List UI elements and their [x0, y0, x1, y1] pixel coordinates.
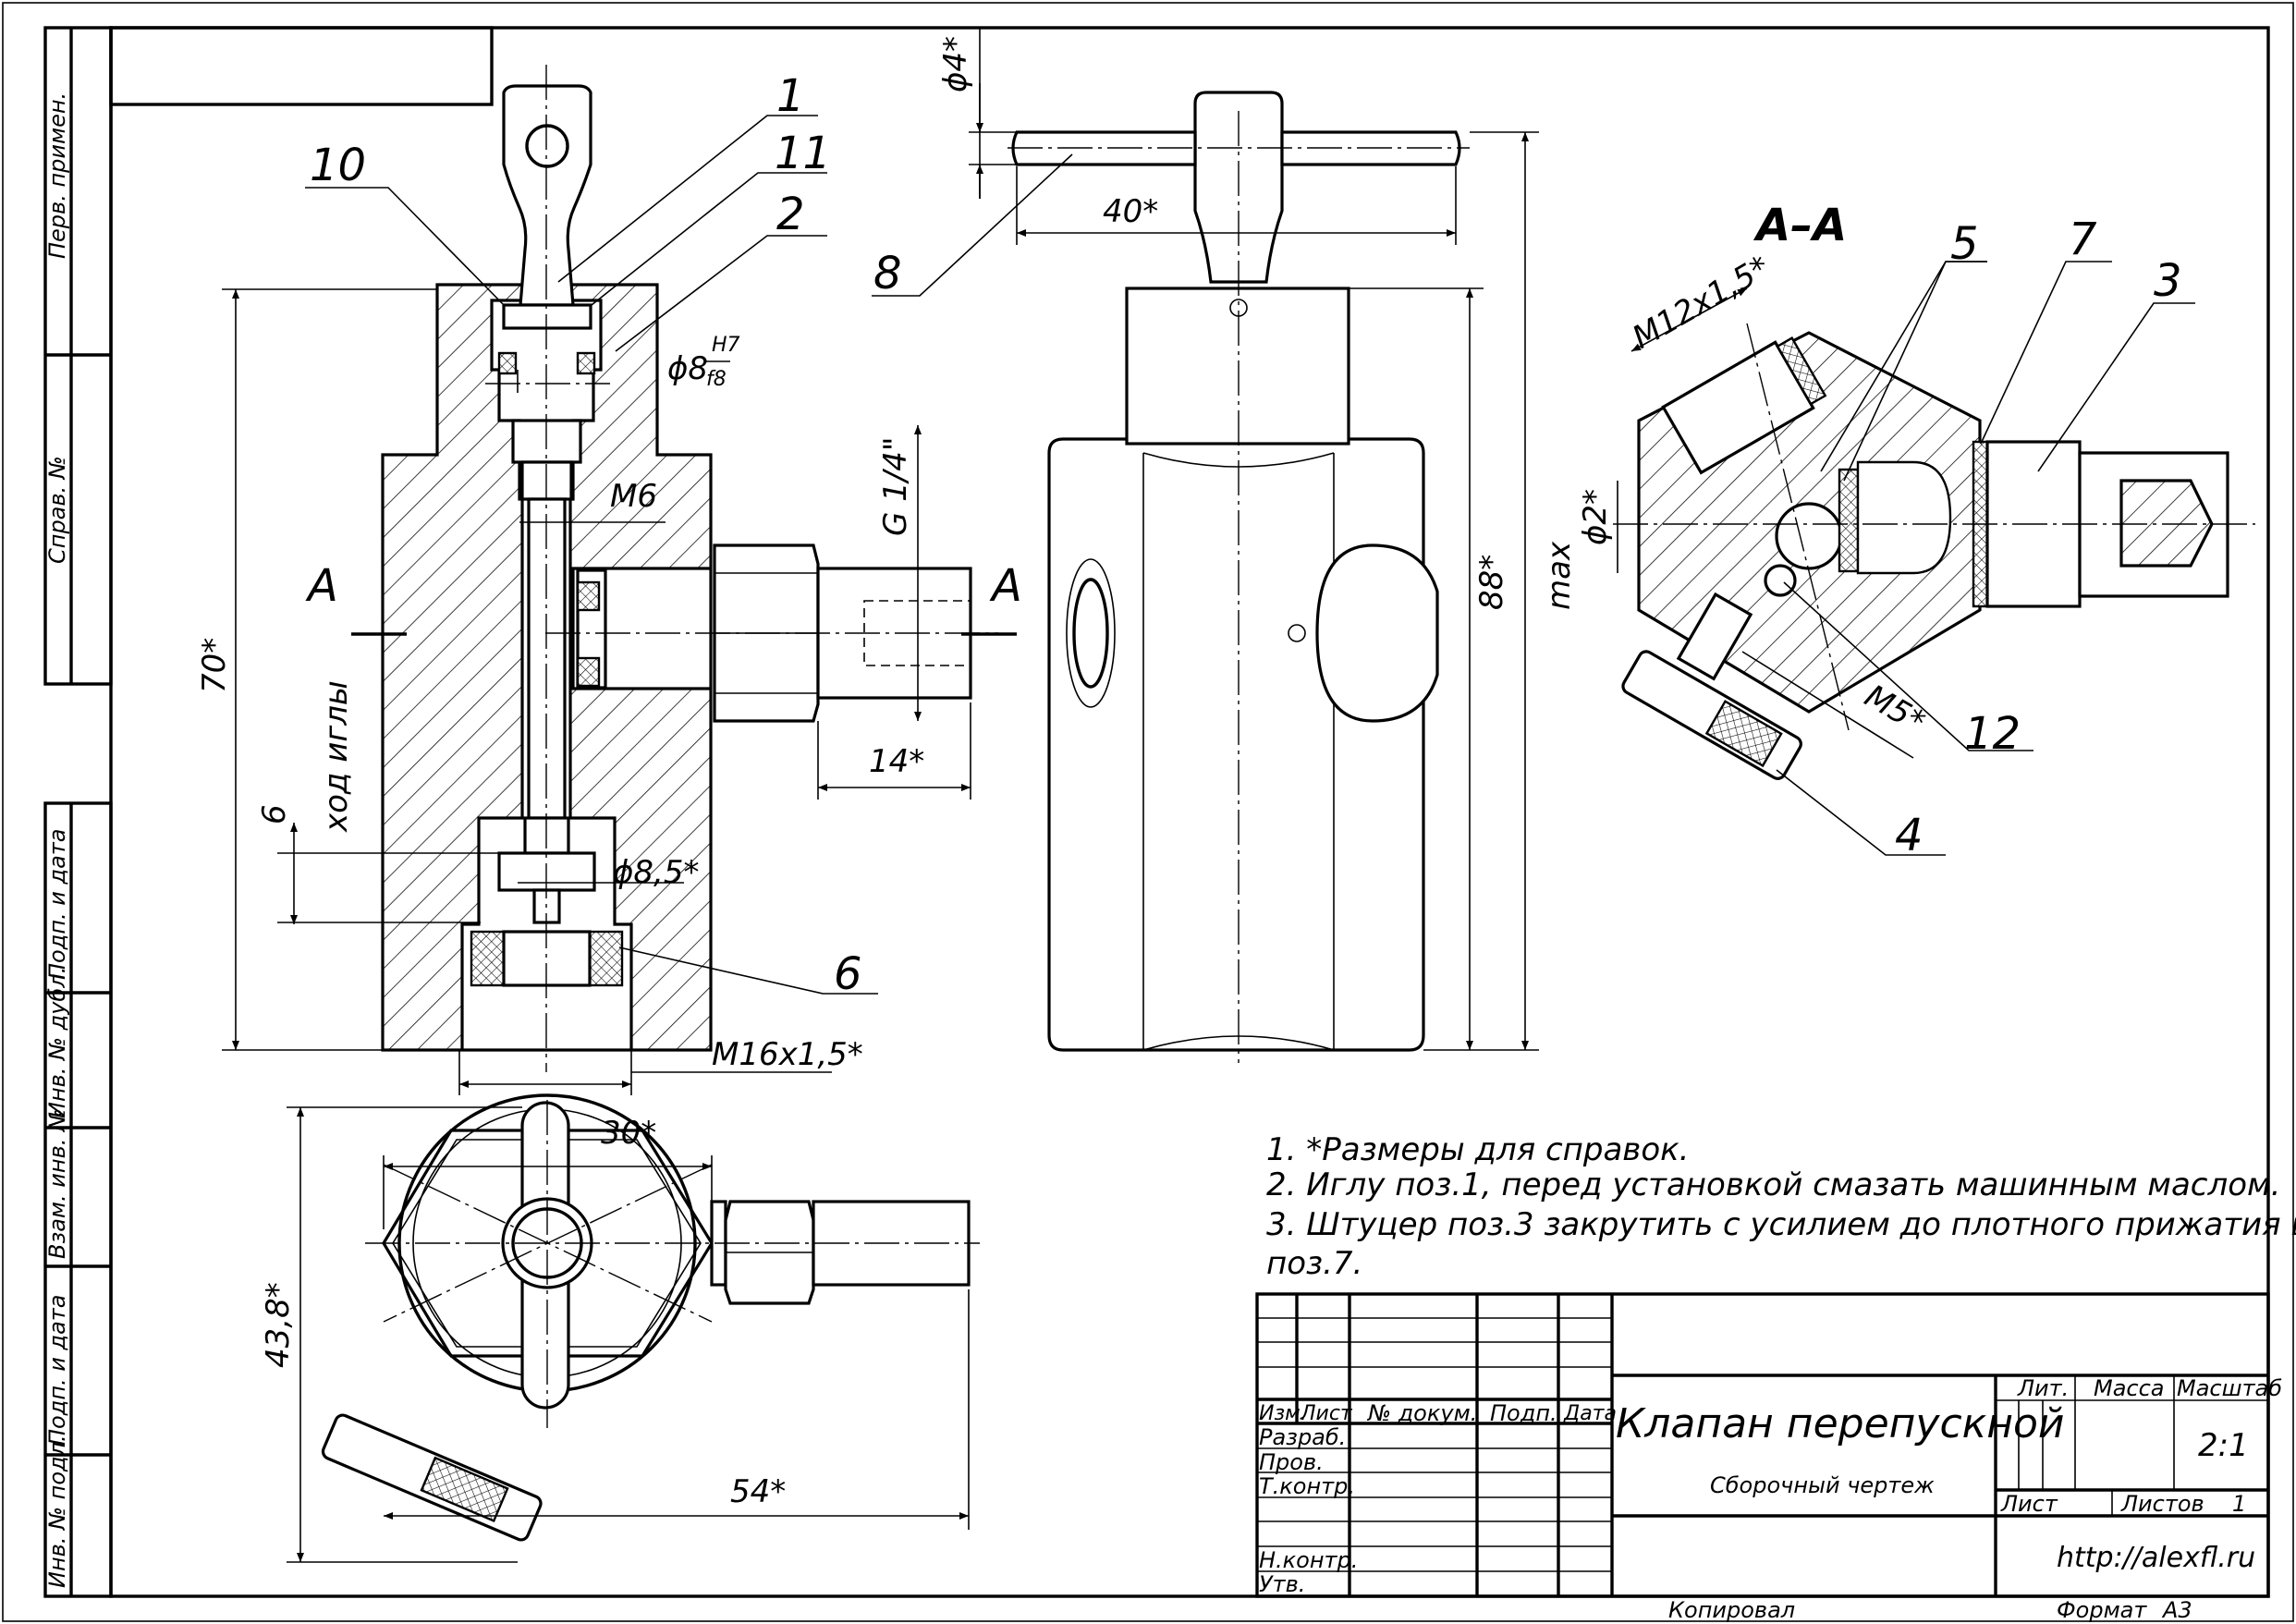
- callout-4: 4: [1895, 810, 1924, 861]
- title-block: Изм. Лист № докум. Подп. Дата Разраб. Пр…: [1255, 1292, 2282, 1623]
- callout-7: 7: [2069, 214, 2097, 265]
- tb-row-tkontr: Т.контр.: [1259, 1473, 1355, 1499]
- dim-m12: M12x1,5*: [1627, 249, 1777, 357]
- dim-h70: 70*: [196, 638, 233, 693]
- callout-3: 3: [2154, 255, 2182, 307]
- tb-scale: 2:1: [2198, 1427, 2249, 1464]
- tb-row-nkontr: Н.контр.: [1259, 1547, 1358, 1573]
- tb-col-list: Лист: [1300, 1402, 1353, 1425]
- side-label-perv: Перв. примен.: [44, 92, 70, 259]
- side-stamp-labels: Перв. примен. Справ. № Подп. и дата Инв.…: [44, 92, 70, 1588]
- side-label-vzam: Взам. инв. №: [44, 1108, 70, 1259]
- tb-title: Клапан перепускной: [1616, 1400, 2065, 1447]
- dim-d4: ϕ4*: [937, 36, 974, 92]
- dim-h88: 88*: [1473, 555, 1510, 610]
- tb-copied: Копировал: [1668, 1597, 1795, 1623]
- tb-col-izm: Изм.: [1259, 1402, 1307, 1425]
- dim-m6: M6: [610, 478, 657, 515]
- dim-stroke-label: ход иглы: [318, 680, 355, 833]
- side-body: [1047, 437, 1425, 1052]
- tb-scale-label: Масштаб: [2177, 1375, 2282, 1401]
- dim-fit-upper: H7: [712, 334, 740, 357]
- tb-lit: Лит.: [2017, 1375, 2069, 1401]
- needle-1: [502, 84, 592, 307]
- callout-1: 1: [776, 70, 805, 122]
- dim-w30: 30*: [601, 1115, 656, 1152]
- tb-sheets-count: 1: [2232, 1491, 2246, 1517]
- dim-m16: M16x1,5*: [712, 1036, 863, 1073]
- dim-fit-d8: ϕ8: [667, 350, 708, 387]
- tb-sheet: Лист: [2000, 1491, 2058, 1517]
- note-1: 1. *Размеры для справок.: [1266, 1131, 1690, 1168]
- callout-8: 8: [873, 248, 902, 299]
- side-label-inv-podl: Инв. № подл.: [44, 1435, 70, 1588]
- tb-col-doc: № докум.: [1366, 1400, 1477, 1426]
- side-label-sprav: Справ. №: [44, 456, 70, 564]
- side-label-podp1: Подп. и дата: [44, 829, 70, 981]
- tb-row-utv: Утв.: [1259, 1571, 1305, 1597]
- side-label-podp2: Подп. и дата: [44, 1295, 70, 1447]
- dim-len40: 40*: [1103, 193, 1158, 230]
- dim-w54: 54*: [730, 1473, 786, 1510]
- callout-11: 11: [775, 128, 831, 179]
- technical-notes: 1. *Размеры для справок. 2. Иглу поз.1, …: [1266, 1131, 2296, 1282]
- note-3: 3. Штуцер поз.3 закрутить с усилием до п…: [1266, 1206, 2296, 1243]
- tb-format-label: Формат: [2057, 1597, 2147, 1623]
- tb-subtitle: Сборочный чертеж: [1710, 1472, 1935, 1498]
- tb-site: http://alexfl.ru: [2057, 1542, 2255, 1574]
- dim-m5: M5*: [1859, 678, 1932, 741]
- dim-d85: ϕ8,5*: [613, 854, 700, 891]
- dim-fit-lower: f8: [706, 368, 727, 391]
- tb-format: А3: [2161, 1597, 2192, 1623]
- section-aa-title: А–А: [1753, 200, 1847, 251]
- callout-12: 12: [1964, 708, 2021, 760]
- front-section-view: А А 70* 6 ход иглы M16x1,5* 14* G 1/4" M…: [196, 65, 1022, 1095]
- callout-2: 2: [776, 189, 805, 240]
- tb-row-razrab: Разраб.: [1259, 1424, 1346, 1450]
- side-view: ϕ4* 40* 88* max 8: [872, 28, 1578, 1063]
- tb-row-prov: Пров.: [1259, 1449, 1324, 1475]
- note-3-cont: поз.7.: [1266, 1245, 1362, 1282]
- dim-h438: 43,8*: [260, 1282, 297, 1368]
- side-label-inv-dubl: Инв. № дубл.: [44, 967, 70, 1118]
- top-view: 30* 43,8* 54*: [260, 1093, 980, 1563]
- dim-d2: ϕ2*: [1577, 489, 1614, 545]
- note-2: 2. Иглу поз.1, перед установкой смазать …: [1266, 1166, 2280, 1203]
- dim-g14: G 1/4": [877, 436, 914, 536]
- dim-max: max: [1541, 541, 1578, 610]
- section-mark-left: А: [305, 560, 338, 612]
- tb-mass: Масса: [2094, 1375, 2165, 1401]
- tb-col-date: Дата: [1563, 1402, 1617, 1425]
- tb-sheets: Листов: [2120, 1491, 2204, 1517]
- section-mark-right: А: [989, 560, 1022, 612]
- dim-stroke6: 6: [256, 804, 293, 824]
- callout-10: 10: [310, 140, 366, 191]
- section-aa-view: А–А M12x1,5* ϕ2* M5* 5 7: [1577, 200, 2255, 861]
- callout-6: 6: [834, 948, 862, 1000]
- tb-col-podp: Подп.: [1490, 1400, 1557, 1426]
- callout-5: 5: [1950, 218, 1979, 270]
- dim-len14: 14*: [869, 743, 924, 780]
